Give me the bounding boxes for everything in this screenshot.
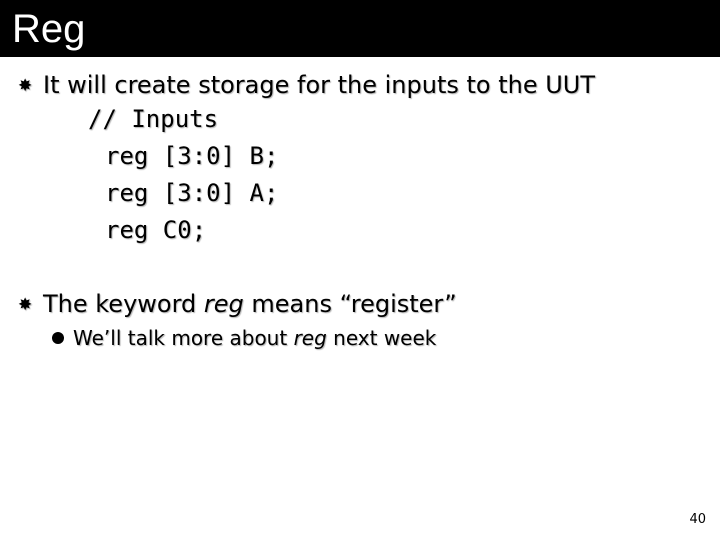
sub-bullet-text-end: next week — [326, 326, 437, 350]
code-line-reg-b: reg [3:0] B; — [105, 142, 279, 170]
bullet-arrow-icon: ✸ — [18, 76, 33, 96]
code-line-comment: // Inputs — [88, 105, 219, 133]
bullet-text: The keyword reg means “register” — [43, 289, 457, 319]
code-line-reg-c0: reg C0; — [105, 216, 207, 244]
bullet-text: It will create storage for the inputs to… — [43, 71, 596, 99]
code-line-reg-a: reg [3:0] A; — [105, 179, 279, 207]
slide-title: Reg — [12, 7, 86, 51]
bullet-text-start: The keyword — [43, 290, 204, 318]
bullet-dot-icon — [52, 332, 64, 344]
sub-bullet-text-start: We’ll talk more about — [73, 326, 294, 350]
title-bar: Reg — [0, 0, 720, 57]
sub-bullet-text: We’ll talk more about reg next week — [73, 325, 436, 351]
sub-keyword-emphasis: reg — [293, 326, 327, 350]
bullet-text-end: means “register” — [243, 290, 457, 318]
bullet-arrow-icon: ✸ — [18, 295, 33, 315]
page-number: 40 — [689, 512, 706, 527]
keyword-emphasis: reg — [203, 290, 244, 318]
